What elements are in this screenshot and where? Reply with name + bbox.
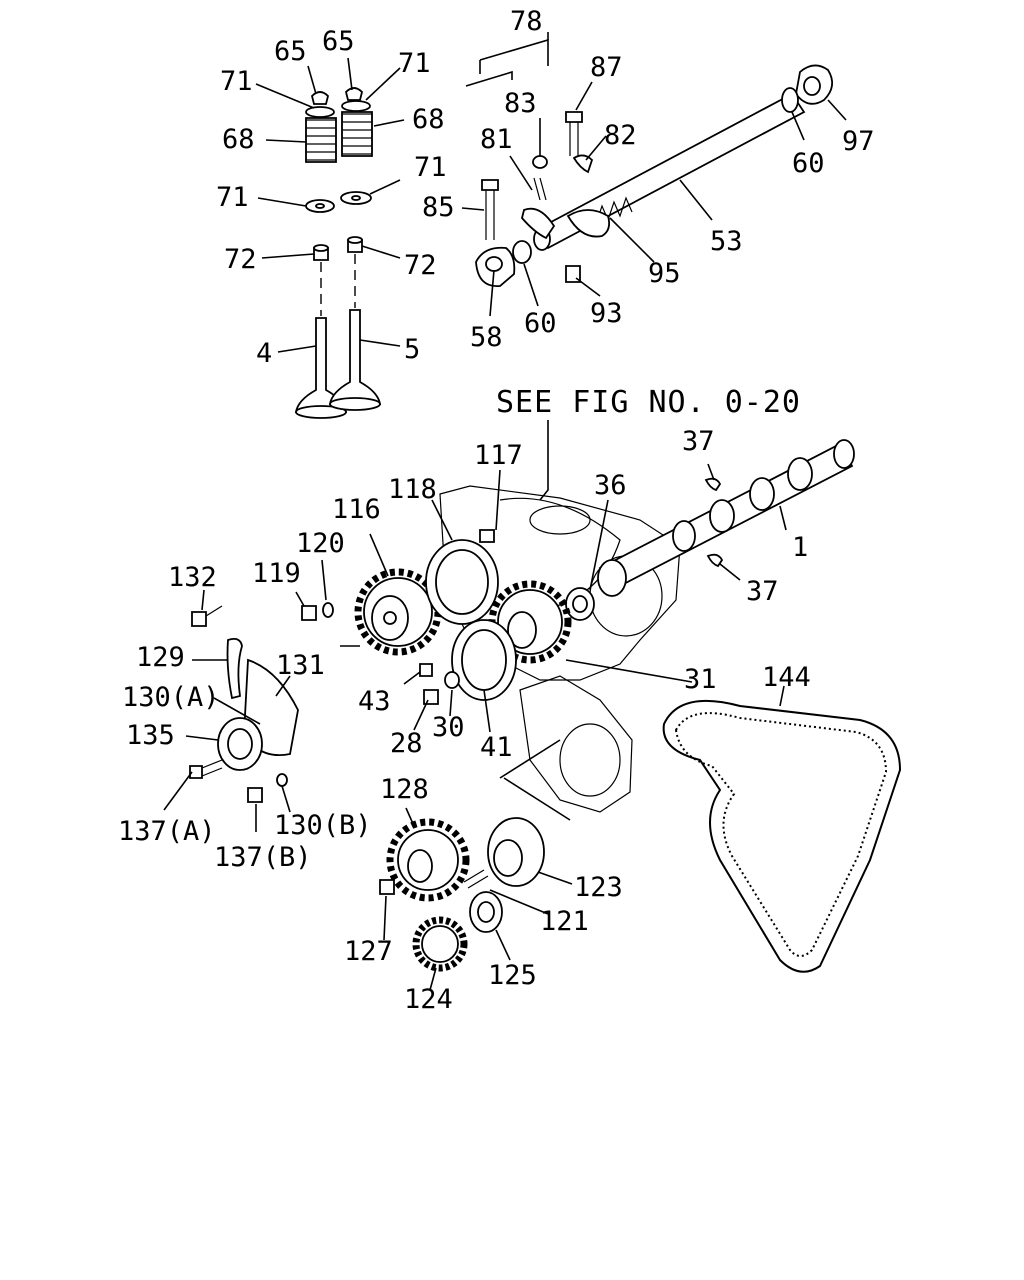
callout-81: 81 — [480, 124, 513, 155]
callout-5: 5 — [404, 334, 420, 365]
rocker-shaft-assembly — [465, 38, 834, 287]
callout-68-right: 68 — [412, 104, 445, 135]
callout-31: 31 — [684, 664, 717, 695]
bolt-121 — [463, 869, 489, 889]
tensioner-assembly — [189, 637, 299, 803]
callout-28: 28 — [390, 728, 423, 759]
callout-137a: 137(A) — [118, 816, 216, 847]
callout-43: 43 — [358, 686, 391, 717]
callout-132: 132 — [168, 562, 217, 593]
callout-36: 36 — [594, 470, 627, 501]
callout-37-lower: 37 — [746, 576, 779, 607]
leader-lines — [163, 32, 847, 991]
oil-seal — [565, 587, 595, 621]
callout-labels: 78 65 65 71 71 68 68 71 71 72 72 4 5 83 … — [118, 6, 875, 1015]
callout-37-upper: 37 — [682, 426, 715, 457]
callout-144: 144 — [762, 662, 811, 693]
callout-71-lower-right: 71 — [414, 152, 447, 183]
callout-71-lower-left: 71 — [216, 182, 249, 213]
callout-41: 41 — [480, 732, 513, 763]
callout-30: 30 — [432, 712, 465, 743]
callout-97: 97 — [842, 126, 875, 157]
callout-95: 95 — [648, 258, 681, 289]
see-figure-note: SEE FIG NO. 0-20 — [496, 385, 801, 420]
valve-assembly — [294, 87, 382, 419]
callout-1: 1 — [792, 532, 808, 563]
nut-127 — [379, 879, 395, 895]
callout-87: 87 — [590, 52, 623, 83]
plate-118 — [425, 539, 499, 625]
callout-72-right: 72 — [404, 250, 437, 281]
seal-125 — [469, 891, 503, 933]
callout-119: 119 — [252, 558, 301, 589]
idler-123 — [487, 817, 545, 887]
callout-116: 116 — [332, 494, 381, 525]
plate-41 — [451, 619, 517, 701]
callout-129: 129 — [136, 642, 185, 673]
crank-gear-124 — [412, 916, 468, 972]
timing-belt — [662, 699, 902, 973]
callout-124: 124 — [404, 984, 453, 1015]
camshaft — [597, 439, 855, 597]
cam-pulley-116 — [354, 568, 442, 656]
callout-135: 135 — [126, 720, 175, 751]
callout-4: 4 — [256, 338, 272, 369]
callout-53: 53 — [710, 226, 743, 257]
lower-cover — [519, 675, 633, 813]
callout-127: 127 — [344, 936, 393, 967]
callout-60-lower: 60 — [524, 308, 557, 339]
callout-82: 82 — [604, 120, 637, 151]
callout-93: 93 — [590, 298, 623, 329]
callout-71-upper-right: 71 — [398, 48, 431, 79]
callout-130a: 130(A) — [122, 682, 220, 713]
callout-78: 78 — [510, 6, 543, 37]
callout-60-upper: 60 — [792, 148, 825, 179]
callout-58: 58 — [470, 322, 503, 353]
callout-83: 83 — [504, 88, 537, 119]
callout-71-upper-left: 71 — [220, 66, 253, 97]
callout-125: 125 — [488, 960, 537, 991]
callout-137b: 137(B) — [214, 842, 312, 873]
callout-65-right: 65 — [322, 26, 355, 57]
callout-65-left: 65 — [274, 36, 307, 67]
callout-120: 120 — [296, 528, 345, 559]
crank-pulley-128 — [386, 818, 470, 902]
callout-121: 121 — [540, 906, 589, 937]
callout-117: 117 — [474, 440, 523, 471]
callout-130b: 130(B) — [274, 810, 372, 841]
callout-128: 128 — [380, 774, 429, 805]
callout-68-left: 68 — [222, 124, 255, 155]
callout-131: 131 — [276, 650, 325, 681]
fasteners — [191, 529, 495, 705]
callout-118: 118 — [388, 474, 437, 505]
callout-72-left: 72 — [224, 244, 257, 275]
callout-123: 123 — [574, 872, 623, 903]
callout-85: 85 — [422, 192, 455, 223]
